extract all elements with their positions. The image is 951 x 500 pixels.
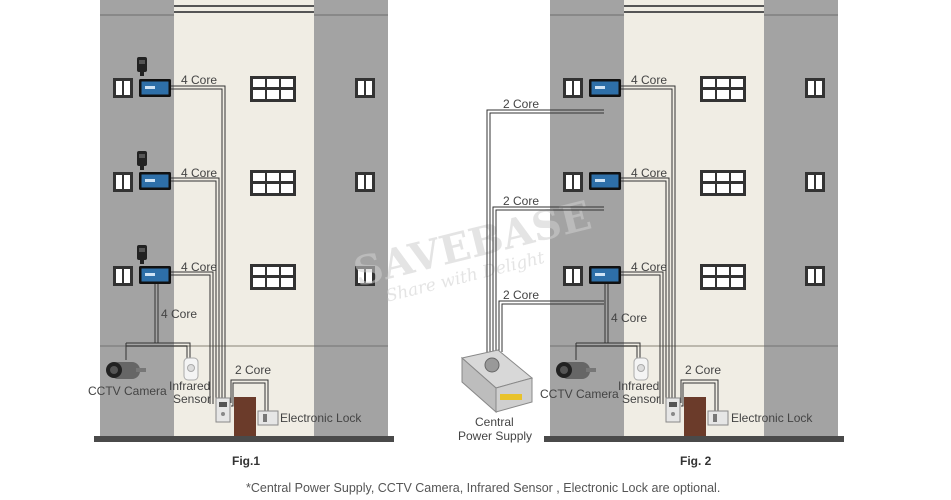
fig2-vertical-core-label: 4 Core xyxy=(611,311,647,325)
fig2-camera-label: CCTV Camera xyxy=(540,387,619,401)
electronic-lock-icon xyxy=(707,410,729,426)
fig2-power-label: Power Supply xyxy=(458,429,532,443)
indoor-monitor-icon xyxy=(589,79,621,97)
fig1-sensor-label: Infrared xyxy=(169,379,210,393)
cctv-camera-icon xyxy=(556,362,596,379)
fig1-building xyxy=(94,0,394,442)
fig2-lock-core-label: 2 Core xyxy=(685,363,721,377)
indoor-monitor-icon xyxy=(589,266,621,284)
fig2-core-label: 4 Core xyxy=(631,166,667,180)
fig1-caption: Fig.1 xyxy=(232,454,260,468)
outdoor-panel-icon xyxy=(665,397,681,423)
fig1-lock-label: Electronic Lock xyxy=(280,411,362,425)
indoor-monitor-icon xyxy=(589,172,621,190)
power-supply-icon xyxy=(460,349,534,414)
fig1-camera-label: CCTV Camera xyxy=(88,384,167,398)
fig2-core-label: 4 Core xyxy=(631,260,667,274)
fig2-power-label: Central xyxy=(475,415,514,429)
fig1-core-label: 4 Core xyxy=(181,73,217,87)
fig1-lock-core-label: 2 Core xyxy=(235,363,271,377)
fig2-core-label: 4 Core xyxy=(631,73,667,87)
electronic-lock-icon xyxy=(257,410,279,426)
cctv-camera-icon xyxy=(106,362,146,379)
fig2-wires xyxy=(486,85,719,414)
fig1-sensor-label: Sensor xyxy=(173,392,211,406)
outdoor-panel-icon xyxy=(215,397,231,423)
fig1-devices xyxy=(106,57,279,426)
fig2-power-core-label: 2 Core xyxy=(503,97,539,111)
footnote: *Central Power Supply, CCTV Camera, Infr… xyxy=(246,481,720,495)
fig2-sensor-label: Infrared xyxy=(618,379,659,393)
infrared-sensor-icon xyxy=(633,357,649,381)
fig2-lock-label: Electronic Lock xyxy=(731,411,813,425)
fig1-core-label: 4 Core xyxy=(181,166,217,180)
fig2-caption: Fig. 2 xyxy=(680,454,712,468)
fig1-vertical-core-label: 4 Core xyxy=(161,307,197,321)
fig1-wires xyxy=(125,85,269,414)
infrared-sensor-icon xyxy=(183,357,199,381)
indoor-monitor-icon xyxy=(139,266,171,284)
fig2-power-core-label: 2 Core xyxy=(503,288,539,302)
indoor-monitor-icon xyxy=(139,172,171,190)
fig2-devices xyxy=(460,79,729,426)
fig1-core-label: 4 Core xyxy=(181,260,217,274)
indoor-monitor-icon xyxy=(139,79,171,97)
fig2-power-core-label: 2 Core xyxy=(503,194,539,208)
fig2-sensor-label: Sensor xyxy=(622,392,660,406)
